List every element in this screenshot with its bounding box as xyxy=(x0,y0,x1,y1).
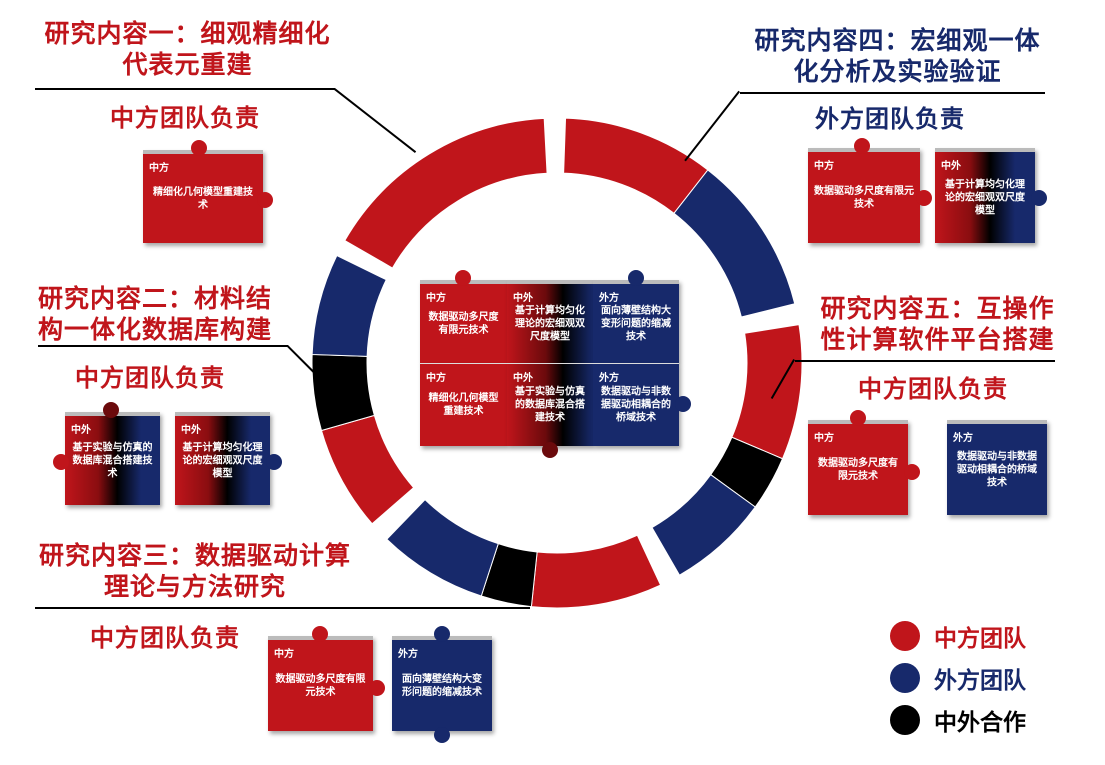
connector-line xyxy=(795,360,1055,362)
section-3-responsible: 中方团队负责 xyxy=(90,624,240,652)
puzzle-fem: 中方数据驱动多尺度有限元技术 xyxy=(268,626,385,731)
section-1-responsible: 中方团队负责 xyxy=(110,104,260,132)
ring-segment-foreign xyxy=(673,169,796,318)
center-puzzle-homogenization: 中外基于计算均匀化理论的宏细观双尺度模型 xyxy=(507,280,593,363)
section-4-responsible: 外方团队负责 xyxy=(815,105,965,133)
connector-line xyxy=(35,607,530,609)
section-5-responsible: 中方团队负责 xyxy=(858,375,1008,403)
puzzle-fem: 中方数据驱动多尺度有限元技术 xyxy=(808,138,932,243)
center-puzzle-thin-wall: 外方面向薄壁结构大变形问题的缩减技术 xyxy=(593,270,679,363)
legend-foreign-dot xyxy=(890,663,920,693)
ring-segment-china xyxy=(344,117,548,269)
ring-segment-china xyxy=(731,324,803,460)
section-4-title: 研究内容四：宏细观一体化分析及实验验证 xyxy=(754,26,1041,86)
ring-segment-foreign xyxy=(386,498,499,597)
section-3-title: 研究内容三：数据驱动计算理论与方法研究 xyxy=(38,541,351,601)
puzzle-homogenization: 中外基于计算均匀化理论的宏细观双尺度模型 xyxy=(175,412,282,505)
center-puzzle-database: 中外基于实验与仿真的数据库混合搭建技术 xyxy=(507,363,593,458)
puzzle-homogenization: 中外基于计算均匀化理论的宏细观双尺度模型 xyxy=(935,148,1047,243)
legend-joint-dot xyxy=(890,705,920,735)
center-puzzle-bridge: 外方数据驱动与非数据驱动相耦合的桥域技术 xyxy=(593,363,691,446)
legend-joint: 中外合作 xyxy=(890,703,1026,737)
section-5-title: 研究内容五：互操作性计算软件平台搭建 xyxy=(820,294,1055,354)
section-2-title: 研究内容二：材料结构一体化数据库构建 xyxy=(37,284,272,344)
ring-segment-foreign xyxy=(311,254,387,357)
ring-segment-foreign xyxy=(651,473,756,576)
connector-line xyxy=(38,345,288,347)
section-2-responsible: 中方团队负责 xyxy=(75,364,225,392)
center-puzzle-geo-model: 中方精细化几何模型重建技术 xyxy=(420,363,507,446)
puzzle-thin-wall: 外方面向薄壁结构大变形问题的缩减技术 xyxy=(392,626,492,743)
section-1-title: 研究内容一：细观精细化代表元重建 xyxy=(44,19,331,79)
connector-line xyxy=(35,88,335,90)
puzzle-geo-model: 中方精细化几何模型重建技术 xyxy=(143,140,273,243)
puzzle-database: 中外基于实验与仿真的数据库混合搭建技术 xyxy=(53,402,160,505)
puzzle-fem: 中方数据驱动多尺度有限元技术 xyxy=(808,410,920,515)
connector-line xyxy=(740,92,1045,94)
ring-segment-china xyxy=(320,414,415,525)
legend-china: 中方团队 xyxy=(890,619,1026,653)
ring-segment-china xyxy=(530,534,662,609)
puzzle-bridge: 外方数据驱动与非数据驱动相耦合的桥域技术 xyxy=(947,420,1047,515)
legend-china-dot xyxy=(890,621,920,651)
center-puzzle-fem: 中方数据驱动多尺度有限元技术 xyxy=(420,270,507,363)
legend-foreign: 外方团队 xyxy=(890,661,1026,695)
